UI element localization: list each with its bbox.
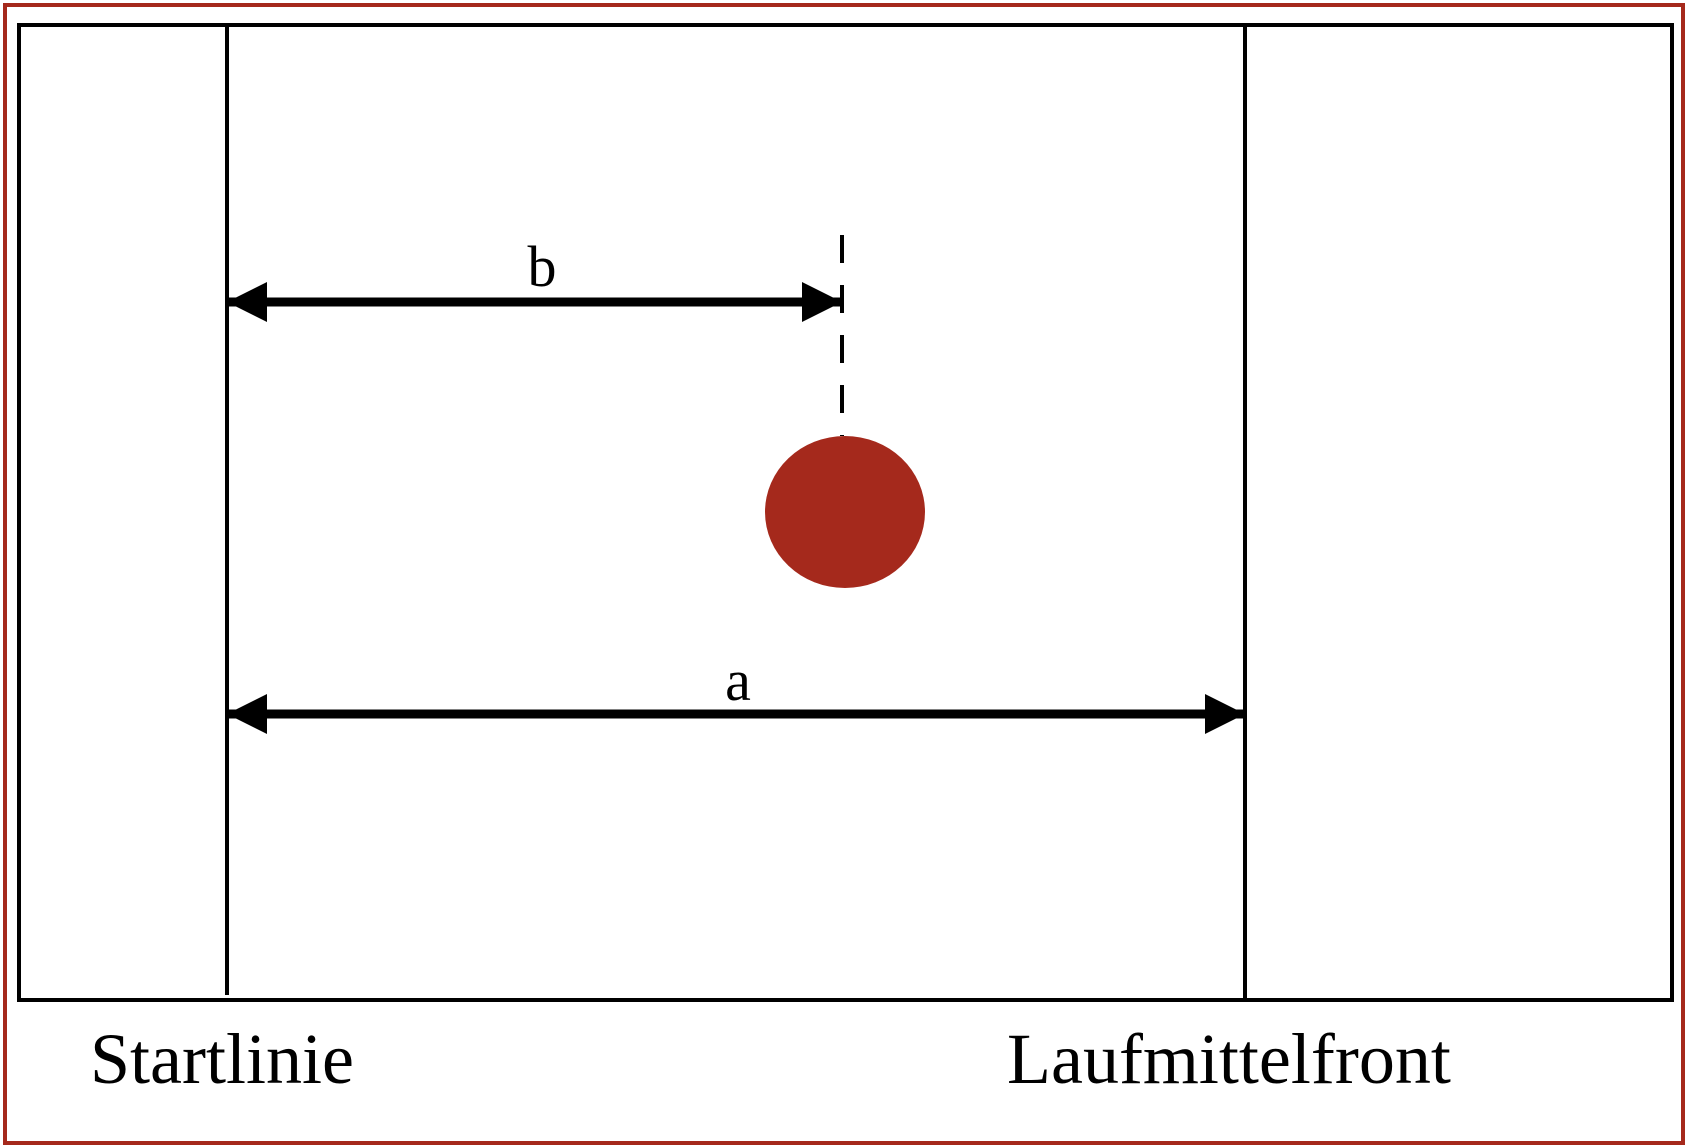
distance-b-label: b bbox=[528, 234, 557, 299]
distance-a-label: a bbox=[725, 648, 751, 713]
sample-spot bbox=[765, 436, 925, 588]
outer-frame bbox=[3, 3, 1685, 1145]
start-line-label: Startlinie bbox=[90, 1019, 354, 1099]
solvent-front-label: Laufmittelfront bbox=[1007, 1019, 1451, 1099]
tlc-plate bbox=[17, 23, 1674, 1002]
